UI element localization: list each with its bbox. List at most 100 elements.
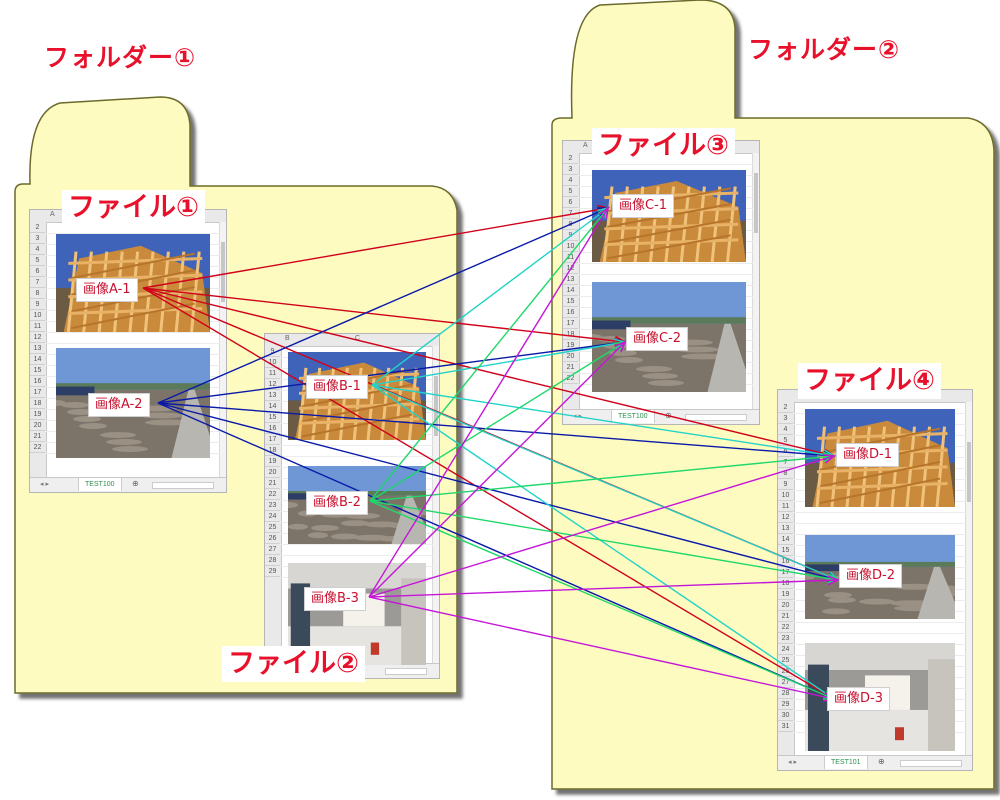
grid-line [46,332,220,333]
horizontal-scrollbar[interactable] [685,414,747,421]
row-number: 21 [778,611,793,622]
row-number: 25 [265,522,280,533]
row-number: 4 [778,424,793,435]
row-number: 22 [563,373,578,384]
row-number: 15 [563,296,578,307]
grid-line [281,555,433,556]
folder-1-title: フォルダー① [44,43,197,72]
row-number: 2 [563,153,578,164]
row-number: 4 [30,244,45,255]
grid-line [794,512,966,513]
row-number: 10 [563,241,578,252]
row-number: 2 [30,222,45,233]
grid-line [579,274,753,275]
horizontal-scrollbar[interactable] [385,668,427,675]
row-number: 22 [30,442,45,453]
image-label-c2: 画像C-2 [626,327,689,351]
image-label-d3: 画像D-3 [827,687,890,711]
row-number: 3 [563,164,578,175]
row-number: 17 [778,567,793,578]
row-number: 12 [265,379,280,390]
row-number: 21 [265,478,280,489]
grid-line [281,544,433,545]
tab-scroll-arrows[interactable]: ◂ ▸ [788,759,797,766]
vertical-scrollbar[interactable] [219,222,226,478]
row-number: 23 [778,633,793,644]
row-number: 6 [778,446,793,457]
row-number: 12 [778,512,793,523]
row-number: 28 [778,688,793,699]
row-number: 10 [265,357,280,368]
row-number: 27 [265,544,280,555]
grid-line [794,523,966,524]
row-number: 9 [265,346,280,357]
row-number: 9 [563,230,578,241]
image-label-d2: 画像D-2 [839,564,902,588]
row-number: 18 [265,445,280,456]
row-number: 19 [778,589,793,600]
column-letter: A [583,142,588,149]
add-sheet-icon[interactable]: ⊕ [665,411,672,420]
image-label-b1: 画像B-1 [306,375,368,399]
row-number: 18 [563,329,578,340]
image-label-b3: 画像B-3 [304,587,366,611]
row-number: 3 [778,413,793,424]
row-number: 31 [778,721,793,732]
grid-line [281,445,433,446]
add-sheet-icon[interactable]: ⊕ [132,479,139,488]
sheet-tab[interactable]: TEST101 [824,756,868,769]
row-number: 24 [778,644,793,655]
column-letter: C [355,335,361,342]
row-number: 20 [778,600,793,611]
file-4-title: ファイル④ [798,363,941,399]
row-number: 9 [30,299,45,310]
row-number: 8 [563,219,578,230]
row-number: 20 [563,351,578,362]
row-number: 14 [30,354,45,365]
row-number: 13 [265,390,280,401]
file-2-title: ファイル② [222,646,365,682]
row-number: 9 [778,479,793,490]
row-number: 28 [265,555,280,566]
row-number: 13 [30,343,45,354]
tab-scroll-arrows[interactable]: ◂ ▸ [40,481,49,488]
column-letter: A [50,211,55,218]
row-number: 7 [30,277,45,288]
sheet-tab[interactable]: TEST100 [78,478,122,491]
row-number: 14 [563,285,578,296]
row-number: 5 [778,435,793,446]
row-number: 6 [563,197,578,208]
horizontal-scrollbar[interactable] [152,482,214,489]
sheet-tab[interactable]: TEST100 [611,410,655,423]
row-number: 13 [563,274,578,285]
sheet-tab-bar: ◂ ▸ TEST101 ⊕ [778,755,972,770]
horizontal-scrollbar[interactable] [900,760,962,767]
grid-line [281,456,433,457]
column-letter: B [285,335,290,342]
row-number: 20 [30,420,45,431]
row-number: 18 [30,398,45,409]
row-number: 26 [265,533,280,544]
row-number: 30 [778,710,793,721]
grid-line [794,534,966,535]
row-number: 11 [563,252,578,263]
row-number: 7 [778,457,793,468]
row-number: 22 [778,622,793,633]
tab-scroll-arrows[interactable]: ◂ ▸ [573,413,582,420]
row-number: 19 [265,456,280,467]
add-sheet-icon[interactable]: ⊕ [878,757,885,766]
row-number: 8 [778,468,793,479]
grid-line [579,263,753,264]
vertical-scrollbar[interactable] [965,402,972,756]
row-number: 17 [265,434,280,445]
vertical-scrollbar[interactable] [752,153,759,410]
vertical-scrollbar[interactable] [432,346,439,664]
grid-line [579,164,753,165]
row-number: 11 [265,368,280,379]
row-number: 17 [563,318,578,329]
row-number: 22 [265,489,280,500]
